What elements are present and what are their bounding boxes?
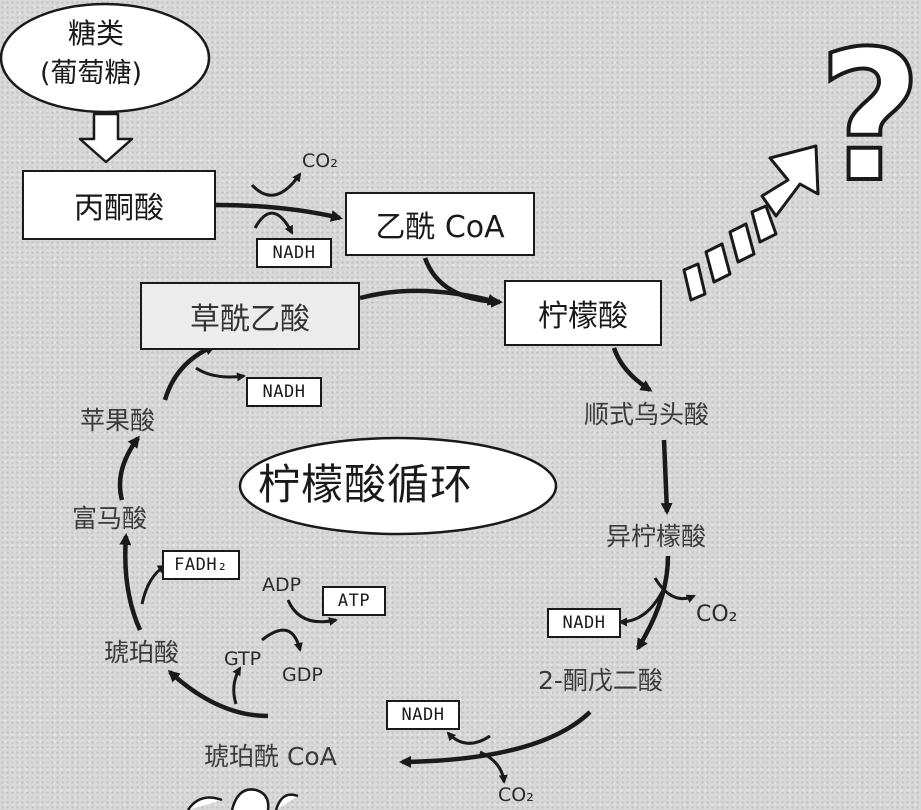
glucose-bubble [0, 2, 211, 114]
gdp-to-gtp-arrow [232, 666, 242, 705]
nadh-ketoglutarate-badge: NADH [386, 700, 460, 730]
isocitrate-to-ketoglutarate-arrow [636, 555, 671, 651]
nadh-pyruvate-text: NADH [272, 243, 316, 263]
malate-label: 苹果酸 [80, 406, 156, 435]
fumarate-to-malate-arrow [117, 435, 140, 501]
question-mark: ? [816, 13, 921, 222]
nadh-isocitrate-badge: NADH [547, 608, 621, 638]
pyruvate-label: 丙酮酸 [74, 191, 164, 226]
nadh-ketoglutarate-text: NADH [401, 705, 445, 725]
cycle-title: 柠檬酸循环 [258, 460, 474, 509]
hand-sketch [186, 788, 299, 810]
succinate-label: 琥珀酸 [104, 638, 180, 667]
fumarate-label: 富马酸 [72, 504, 148, 533]
ketoglutarate-to-succinylcoa-arrow [399, 710, 592, 768]
oxaloacetate-to-citrate-arrow [359, 288, 500, 306]
succinate-to-fumarate-arrow [119, 533, 143, 631]
co2-ketoglutarate-label: CO₂ [498, 784, 534, 806]
isocitrate-label: 异柠檬酸 [606, 522, 707, 551]
co2-pyruvate-label: CO₂ [302, 150, 338, 172]
co2-isocitrate-label: CO₂ [696, 602, 738, 627]
ketoglutarate-nadh-arrow [446, 731, 491, 745]
pyruvate-box: 丙酮酸 [22, 170, 216, 240]
glucose-label: 糖类 [68, 17, 125, 50]
isocitrate-nadh-arrow [618, 591, 664, 627]
oxaloacetate-box: 草酰乙酸 [140, 282, 360, 350]
isocitrate-co2-arrow [653, 577, 696, 603]
gdp-label: GDP [282, 664, 323, 686]
cisaconitate-label: 顺式乌头酸 [584, 400, 710, 429]
unknown-path-arrow [682, 144, 820, 302]
gtp-gdp-arrow [261, 628, 303, 652]
cycle-title-bubble [238, 436, 558, 536]
glucose-to-pyruvate-arrow [78, 112, 134, 164]
citrate-label: 柠檬酸 [538, 299, 628, 334]
glucose-sub-label: (葡萄糖) [40, 58, 143, 89]
succinylcoa-label: 琥珀酰 CoA [204, 742, 337, 771]
nadh-malate-text: NADH [262, 382, 306, 402]
nadh-isocitrate-text: NADH [562, 613, 606, 633]
atp-text: ATP [337, 591, 371, 611]
nadh-malate-badge: NADH [246, 377, 322, 407]
gtp-label: GTP [224, 648, 262, 670]
nadh-release-arrow [253, 211, 294, 235]
ketoglutarate-co2-arrow [479, 750, 508, 784]
adp-label: ADP [262, 574, 302, 596]
acetylcoa-box: 乙酰 CoA [345, 192, 535, 256]
nadh-pyruvate-badge: NADH [256, 238, 332, 268]
fadh2-text: FADH₂ [174, 555, 228, 575]
pyruvate-to-acetylcoa-arrow [215, 202, 343, 222]
cisaconitate-to-isocitrate-arrow [660, 439, 673, 515]
fadh2-badge: FADH₂ [162, 550, 240, 580]
citrate-to-cisaconitate-arrow [611, 347, 653, 392]
citrate-box: 柠檬酸 [504, 280, 662, 346]
co2-release-arrow [250, 172, 302, 197]
atp-badge: ATP [322, 586, 386, 616]
acetylcoa-label: 乙酰 CoA [375, 210, 505, 245]
ketoglutarate-label: 2-酮戊二酸 [538, 666, 663, 695]
succinylcoa-to-succinate-arrow [167, 669, 269, 719]
oxaloacetate-label: 草酰乙酸 [190, 302, 310, 337]
malate-nadh-arrow [195, 366, 246, 382]
adp-atp-arrow [286, 599, 338, 626]
